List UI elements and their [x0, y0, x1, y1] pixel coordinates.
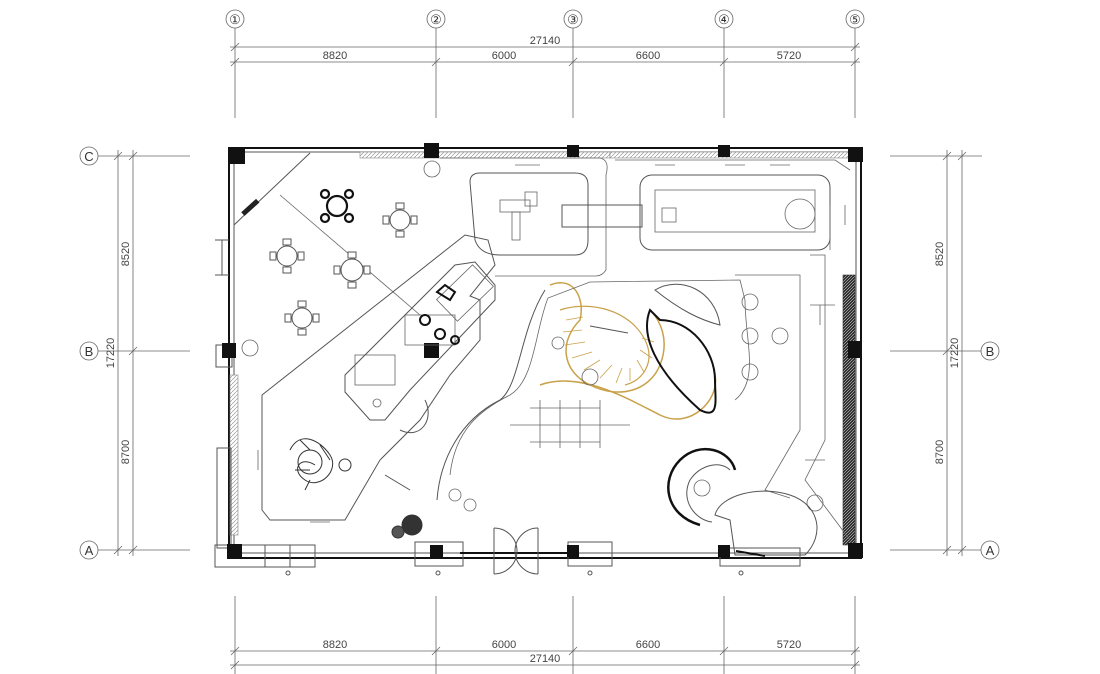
left-axis-a: A	[79, 540, 99, 560]
top-axis-4-label: ④	[718, 12, 730, 27]
top-total-dimension: 27140	[530, 35, 561, 47]
top-axis-3: ③	[563, 9, 583, 29]
bar-counter	[440, 157, 851, 277]
bottom-segment-1: 8820	[323, 639, 347, 651]
bottom-segment-4: 5720	[777, 639, 801, 651]
right-axis-a: A	[980, 540, 1000, 560]
right-axis-b-label: B	[986, 344, 995, 359]
dining-table	[269, 238, 305, 274]
right-total-dimension: 17220	[949, 338, 961, 369]
right-segment-1: 8520	[934, 242, 946, 266]
top-axis-2-label: ②	[430, 12, 442, 27]
dining-tables	[241, 160, 441, 357]
top-segment-2: 6000	[492, 50, 516, 62]
top-dimension-group: ① ② ③ ④ ⑤ 27140	[225, 9, 865, 118]
bottom-dimension-group: 8820 6000 6600 5720 27140	[230, 596, 860, 674]
top-axis-5-label: ⑤	[849, 12, 861, 27]
restroom-block	[344, 261, 496, 491]
right-segment-2: 8700	[934, 440, 946, 464]
building-outline	[214, 147, 862, 576]
left-segment-1: 8520	[120, 242, 132, 266]
bottom-segment-2: 6000	[492, 639, 516, 651]
top-segment-3: 6600	[636, 50, 660, 62]
spiral-staircase	[539, 282, 721, 420]
top-axis-3-label: ③	[567, 12, 579, 27]
top-axis-5: ⑤	[845, 9, 865, 29]
left-total-dimension: 17220	[105, 338, 117, 369]
top-segment-1: 8820	[323, 50, 347, 62]
top-segment-4: 5720	[777, 50, 801, 62]
structural-columns	[222, 143, 863, 559]
dining-table	[284, 300, 320, 336]
right-axis-a-label: A	[986, 543, 995, 558]
right-axis-b: B	[980, 341, 1000, 361]
left-segment-2: 8700	[120, 440, 132, 464]
dining-table	[333, 251, 371, 289]
dining-table	[382, 202, 418, 238]
left-axis-b: B	[79, 341, 99, 361]
top-axis-2: ②	[426, 9, 446, 29]
left-axis-c: C	[79, 146, 99, 166]
floor-markers	[510, 400, 630, 448]
right-dimension-group: B A 8520 8700 17220	[890, 150, 1000, 560]
bottom-segment-3: 6600	[636, 639, 660, 651]
plant-decoration	[289, 438, 423, 539]
round-booth	[667, 448, 818, 557]
left-axis-a-label: A	[85, 543, 94, 558]
left-dimension-group: C B A 17220 8520 8700	[79, 146, 190, 560]
top-axis-4: ④	[714, 9, 734, 29]
interior-layout	[233, 152, 851, 557]
left-axis-c-label: C	[84, 149, 93, 164]
dining-table	[319, 188, 355, 224]
left-axis-b-label: B	[85, 344, 94, 359]
top-axis-1: ①	[225, 9, 245, 29]
top-axis-1-label: ①	[229, 12, 241, 27]
side-seating	[735, 254, 851, 541]
bottom-total-dimension: 27140	[530, 653, 561, 665]
